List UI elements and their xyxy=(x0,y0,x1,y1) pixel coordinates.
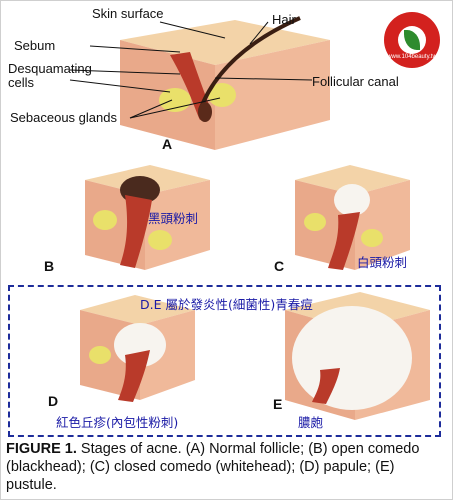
inflammatory-group-box xyxy=(8,285,441,437)
label-hair: Hair xyxy=(272,12,296,27)
label-inflammatory-cn: D.E 屬於發炎性(細菌性)青春痘 xyxy=(140,297,313,312)
figure-caption: FIGURE 1. Stages of acne. (A) Normal fol… xyxy=(6,440,448,494)
skin-block-c xyxy=(295,165,410,270)
panel-label-c: C xyxy=(274,258,285,274)
panel-label-d: D xyxy=(48,393,59,409)
logo-text: www.104beauty.tw xyxy=(387,54,437,60)
panel-label-b: B xyxy=(44,258,55,274)
skin-block-a xyxy=(120,16,330,150)
label-desquamating: Desquamating xyxy=(8,61,92,76)
label-skin-surface: Skin surface xyxy=(92,6,164,21)
panel-label-a: A xyxy=(162,136,173,152)
brand-logo: www.104beauty.tw xyxy=(384,12,440,68)
caption-figure-number: FIGURE 1. xyxy=(6,441,77,457)
skin-block-d xyxy=(80,295,195,402)
leaf-icon xyxy=(398,26,426,54)
label-papule-cn: 紅色丘疹(內包性粉刺) xyxy=(56,415,179,430)
skin-block-b xyxy=(85,165,210,270)
label-whitehead-cn: 白頭粉刺 xyxy=(357,255,408,270)
label-pustule-cn: 膿皰 xyxy=(298,415,324,430)
caption-text: Stages of acne. (A) Normal follicle; (B)… xyxy=(6,441,420,493)
label-sebum: Sebum xyxy=(14,38,56,53)
label-desquamating-cells: Desquamating cells xyxy=(8,62,92,90)
label-cells: cells xyxy=(8,75,35,90)
skin-block-e xyxy=(285,292,430,420)
panel-label-e: E xyxy=(273,396,283,412)
label-follicular-canal: Follicular canal xyxy=(312,74,399,89)
label-sebaceous-glands: Sebaceous glands xyxy=(10,110,117,125)
label-blackhead-cn: 黑頭粉刺 xyxy=(148,211,199,226)
